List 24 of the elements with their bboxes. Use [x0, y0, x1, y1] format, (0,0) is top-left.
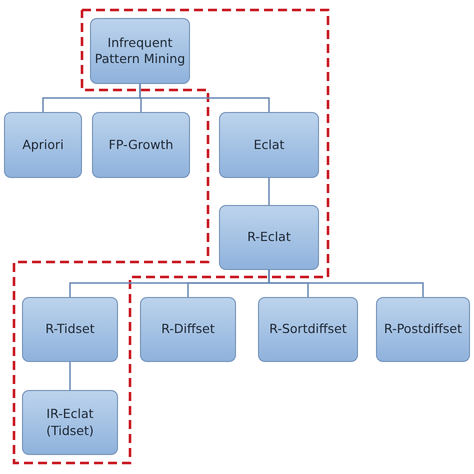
node-label: IR-Eclat (Tidset) — [45, 406, 95, 439]
node-label: Apriori — [22, 136, 64, 154]
node-label: Infrequent Pattern Mining — [94, 34, 186, 68]
node-label: Eclat — [254, 136, 284, 154]
process-box — [258, 297, 358, 362]
process-box — [22, 390, 118, 455]
connector-line — [139, 84, 270, 112]
node-label: R-Tidset — [45, 321, 95, 338]
process-box — [90, 18, 190, 84]
connector-line — [268, 178, 270, 205]
node-label: FP-Growth — [108, 136, 174, 154]
process-box — [4, 112, 82, 178]
connector-line — [69, 362, 71, 390]
process-box — [376, 297, 470, 362]
process-box — [140, 297, 236, 362]
process-box — [92, 112, 190, 178]
process-box — [219, 112, 319, 178]
connector-line — [268, 270, 424, 297]
process-box — [22, 297, 118, 362]
node-label: R-Sortdiffset — [269, 321, 347, 338]
node-label: R-Diffset — [161, 321, 215, 338]
node-label: R-Postdiffset — [384, 321, 462, 338]
process-box — [219, 205, 319, 270]
node-label: R-Eclat — [247, 229, 291, 246]
